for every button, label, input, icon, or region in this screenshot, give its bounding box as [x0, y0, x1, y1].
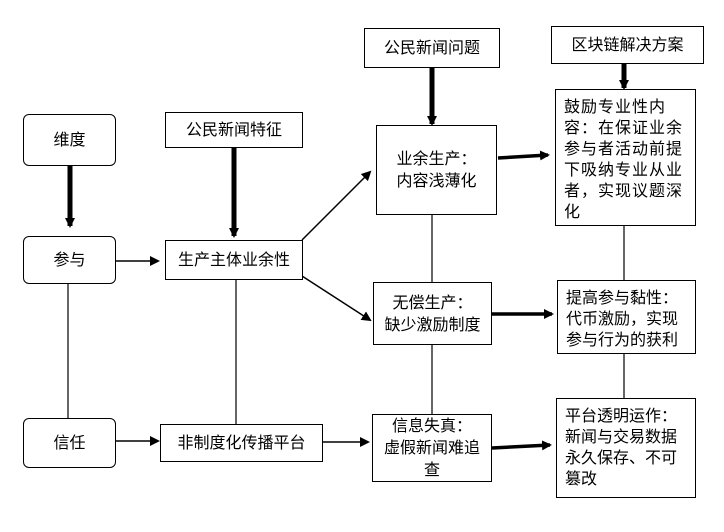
node-guli-label: 鼓励专业性内容：在保证业余参与者活动前提下吸纳专业从业者，实现议题深化	[564, 97, 684, 221]
node-canyu-label: 参与	[53, 250, 86, 269]
node-wuchang-label: 无偿生产： 缺少激励制度	[384, 292, 481, 334]
node-touming: 平台透明运作：新闻与交易数据永久保存、不可篡改	[556, 398, 696, 498]
node-xinxi: 信息失真： 虚假新闻难追查	[372, 414, 492, 482]
node-yeyu-label: 业余生产： 内容浅薄化	[396, 149, 477, 190]
node-pingtai-label: 非制度化传播平台	[177, 433, 306, 452]
node-pingtai: 非制度化传播平台	[160, 424, 323, 462]
node-zhuti-label: 生产主体业余性	[177, 250, 290, 269]
node-touming-label: 平台透明运作：新闻与交易数据永久保存、不可篡改	[565, 406, 678, 488]
arrow-zhuti-to-yeyu	[301, 170, 372, 241]
arrow-zhuti-to-wuchang	[301, 275, 372, 322]
node-tigao: 提高参与黏性：代币激励，实现参与行为的获利	[557, 280, 696, 354]
arrow-yeyu-to-guli	[497, 150, 550, 161]
node-wenti-label: 公民新闻问题	[383, 38, 480, 57]
node-zhuti: 生产主体业余性	[165, 240, 303, 280]
node-weidu-label: 维度	[53, 130, 86, 149]
arrow-xinxi-to-touming	[491, 440, 552, 451]
node-wuchang: 无偿生产： 缺少激励制度	[373, 282, 492, 345]
node-tigao-label: 提高参与黏性：代币激励，实现参与行为的获利	[566, 288, 679, 349]
node-xinren: 信任	[23, 418, 116, 468]
node-canyu: 参与	[23, 236, 116, 284]
node-fangan-label: 区块链解决方案	[571, 35, 684, 54]
node-xinxi-label: 信息失真： 虚假新闻难追查	[383, 416, 480, 479]
node-tezheng: 公民新闻特征	[165, 112, 303, 148]
node-tezheng-label: 公民新闻特征	[185, 120, 282, 139]
node-weidu: 维度	[23, 114, 116, 166]
node-yeyu: 业余生产： 内容浅薄化	[376, 125, 497, 215]
node-fangan: 区块链解决方案	[551, 26, 704, 64]
node-xinren-label: 信任	[53, 433, 86, 452]
node-guli: 鼓励专业性内容：在保证业余参与者活动前提下吸纳专业从业者，实现议题深化	[555, 89, 696, 226]
node-wenti: 公民新闻问题	[364, 28, 500, 68]
